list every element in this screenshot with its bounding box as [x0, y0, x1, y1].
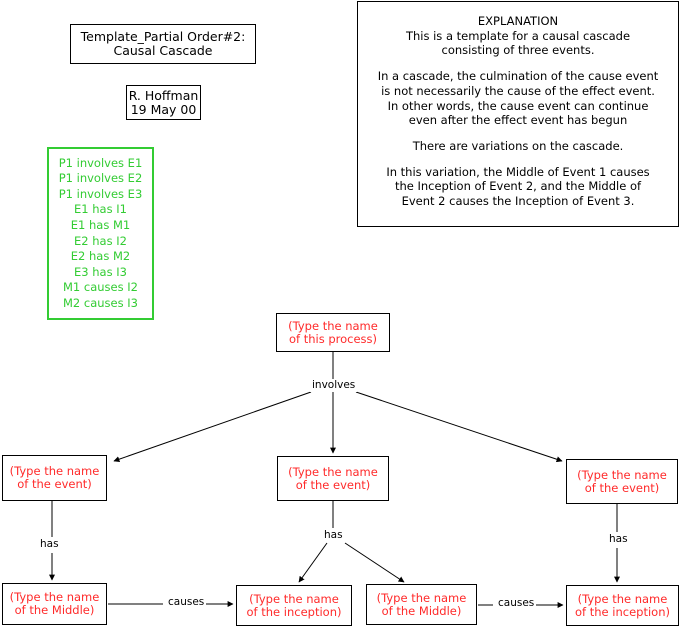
author-date-box: R. Hoffman 19 May 00: [126, 85, 201, 120]
node-event-mid-line1: (Type the name: [288, 464, 378, 479]
link-label-has-mid[interactable]: has: [322, 529, 345, 542]
node-event-right-line1: (Type the name: [577, 467, 667, 482]
proposition-line: E1 has M1: [70, 217, 131, 232]
node-middle-left[interactable]: (Type the name of the Middle): [2, 583, 107, 625]
node-middle-mid-line2: of the Middle): [381, 603, 462, 618]
explanation-heading: EXPLANATION: [477, 14, 559, 28]
node-event-right-line2: of the event): [584, 480, 660, 495]
node-event-mid[interactable]: (Type the name of the event): [277, 456, 389, 501]
explanation-p2-l4: even after the effect event has begun: [408, 113, 628, 128]
author-name: R. Hoffman: [128, 87, 199, 103]
proposition-line: M2 causes I3: [63, 295, 138, 310]
node-event-left-line2: of the event): [17, 477, 92, 491]
node-process-line2: of this process): [288, 331, 378, 346]
node-middle-mid[interactable]: (Type the name of the Middle): [366, 584, 477, 625]
template-title-line1: Template_Partial Order#2:: [80, 29, 246, 44]
explanation-p4-l2: the Inception of Event 2, and the Middle…: [394, 179, 642, 194]
template-title-line2: Causal Cascade: [113, 43, 213, 58]
node-inception-mid[interactable]: (Type the name of the inception): [236, 585, 352, 626]
explanation-p2-l3: In other words, the cause event can cont…: [387, 98, 649, 113]
template-title-box: Template_Partial Order#2: Causal Cascade: [70, 24, 256, 64]
proposition-line: P1 involves E1: [58, 155, 143, 170]
explanation-spacer-2: [372, 128, 664, 139]
link-label-has-left[interactable]: has: [38, 538, 61, 551]
node-inception-mid-line1: (Type the name: [249, 591, 339, 606]
explanation-p4-l1: In this variation, the Middle of Event 1…: [386, 164, 650, 179]
proposition-line: E2 has I2: [74, 233, 127, 248]
node-inception-right-line2: of the inception): [575, 604, 670, 619]
proposition-line: E3 has I3: [74, 264, 127, 279]
node-event-left[interactable]: (Type the name of the event): [2, 455, 107, 501]
link-label-involves[interactable]: involves: [310, 379, 358, 392]
author-date: 19 May 00: [130, 101, 197, 117]
explanation-spacer-3: [372, 154, 664, 165]
proposition-line: M1 causes I2: [63, 280, 138, 295]
node-middle-left-line1: (Type the name: [9, 590, 100, 605]
node-inception-mid-line2: of the inception): [246, 604, 342, 619]
node-middle-left-line2: of the Middle): [14, 603, 95, 617]
explanation-spacer-1: [372, 58, 664, 69]
link-has-middle-mid: [344, 542, 405, 583]
explanation-p4-l3: Event 2 causes the Inception of Event 3.: [401, 194, 635, 209]
node-event-right[interactable]: (Type the name of the event): [566, 459, 678, 504]
node-event-mid-line2: of the event): [295, 477, 371, 492]
proposition-line: E2 has M2: [70, 249, 131, 264]
proposition-line: P1 involves E3: [58, 186, 143, 201]
link-involves-event-left: [113, 391, 312, 463]
link-has-inception-mid: [298, 542, 328, 583]
explanation-p2-l2: is not necessarily the cause of the effe…: [381, 83, 655, 98]
node-event-left-line1: (Type the name: [9, 464, 100, 479]
explanation-box: EXPLANATION This is a template for a cau…: [357, 1, 679, 227]
node-process[interactable]: (Type the name of this process): [276, 313, 390, 352]
explanation-p1-l1: This is a template for a causal cascade: [405, 28, 631, 43]
propositions-box: P1 involves E1 P1 involves E2 P1 involve…: [47, 147, 154, 320]
link-involves-event-right: [355, 391, 563, 463]
explanation-p2-l1: In a cascade, the culmination of the cau…: [377, 69, 659, 84]
node-inception-right[interactable]: (Type the name of the inception): [566, 585, 679, 626]
node-inception-right-line1: (Type the name: [577, 591, 668, 606]
node-process-line1: (Type the name: [288, 318, 378, 333]
node-middle-mid-line1: (Type the name: [376, 590, 467, 605]
explanation-p1-l2: consisting of three events.: [441, 43, 595, 58]
link-label-has-right[interactable]: has: [607, 533, 630, 546]
explanation-p3-l1: There are variations on the cascade.: [412, 139, 624, 154]
proposition-line: P1 involves E2: [58, 171, 143, 186]
link-label-causes-left[interactable]: causes: [166, 596, 207, 609]
link-label-causes-right[interactable]: causes: [496, 597, 537, 610]
proposition-line: E1 has I1: [74, 202, 127, 217]
